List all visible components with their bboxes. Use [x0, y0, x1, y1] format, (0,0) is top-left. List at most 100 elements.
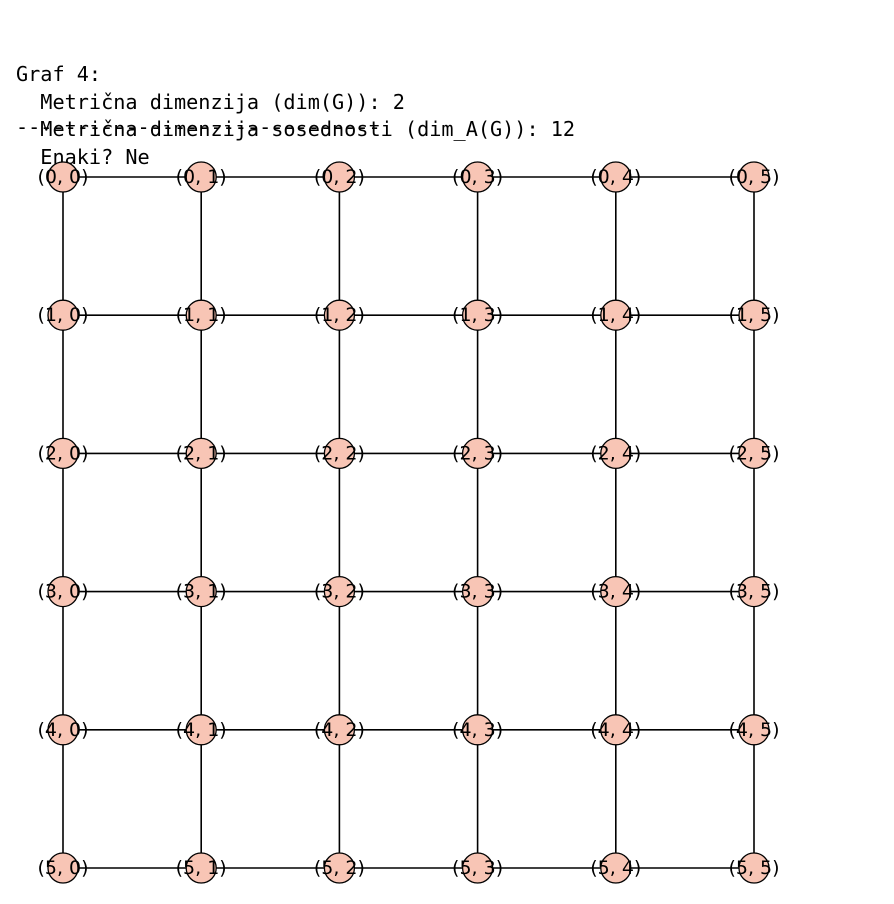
vertex-label: (0, 5): [728, 166, 779, 188]
vertex-circle: [738, 299, 770, 331]
vertex: (0, 0): [37, 161, 89, 193]
vertex: (2, 2): [314, 437, 365, 470]
vertex-label: (5, 5): [728, 857, 779, 879]
vertex: (1, 2): [314, 299, 365, 331]
vertex: (3, 5): [728, 575, 780, 608]
vertex-circle: [323, 161, 356, 193]
vertex-circle: [600, 852, 632, 884]
vertex-circle: [461, 299, 494, 331]
vertex: (4, 5): [728, 714, 780, 746]
vertex-label: (1, 1): [176, 304, 227, 326]
vertex-label: (3, 0): [37, 581, 88, 603]
vertex-label: (5, 3): [452, 857, 503, 879]
vertex: (3, 4): [590, 575, 641, 608]
vertex-label: (0, 4): [590, 166, 641, 188]
vertex-circle: [600, 161, 632, 193]
vertex-label: (0, 1): [176, 166, 227, 188]
vertex-label: (0, 2): [314, 166, 365, 188]
vertex-label: (2, 0): [37, 442, 88, 464]
vertex-label: (3, 3): [452, 581, 503, 603]
vertex-label: (2, 3): [452, 442, 503, 464]
vertex: (5, 3): [452, 852, 503, 884]
vertex-circle: [600, 575, 632, 608]
vertex-label: (4, 3): [452, 719, 503, 741]
vertex-label: (4, 2): [314, 719, 365, 741]
vertex-circle: [738, 714, 770, 746]
vertex-circle: [738, 437, 770, 470]
vertex-label: (2, 5): [728, 442, 779, 464]
vertex-label: (5, 0): [37, 857, 88, 879]
vertex: (2, 4): [590, 437, 641, 470]
vertex: (3, 0): [37, 575, 89, 608]
vertex: (3, 1): [176, 575, 227, 608]
vertex: (5, 0): [37, 852, 89, 884]
vertex-circle: [47, 161, 79, 193]
vertex-label: (3, 4): [590, 581, 641, 603]
vertex-circle: [461, 714, 494, 746]
vertex: (1, 3): [452, 299, 503, 331]
vertex-circle: [185, 161, 217, 193]
vertex-label: (0, 3): [452, 166, 503, 188]
vertex-label: (2, 2): [314, 442, 365, 464]
vertex-circle: [47, 852, 79, 884]
vertex-circle: [738, 575, 770, 608]
vertex-label: (5, 2): [314, 857, 365, 879]
vertex-circle: [185, 299, 217, 331]
vertex: (1, 0): [37, 299, 89, 331]
vertex: (1, 4): [590, 299, 641, 331]
vertices-layer: (0, 0) (0, 1) (0, 2) (0, 3) (0, 4) (0, 5) (1, …: [37, 161, 780, 884]
vertex: (0, 1): [176, 161, 227, 193]
vertex: (2, 5): [728, 437, 780, 470]
vertex: (0, 3): [452, 161, 503, 193]
vertex-label: (2, 4): [590, 442, 641, 464]
vertex-circle: [461, 852, 494, 884]
vertex-circle: [323, 575, 356, 608]
vertex-label: (0, 0): [37, 166, 88, 188]
vertex-label: (2, 1): [176, 442, 227, 464]
vertex-circle: [600, 299, 632, 331]
vertex-circle: [600, 714, 632, 746]
vertex-circle: [185, 714, 217, 746]
vertex-circle: [47, 575, 79, 608]
vertex-circle: [47, 714, 79, 746]
vertex: (4, 0): [37, 714, 89, 746]
vertex: (5, 4): [590, 852, 641, 884]
vertex: (3, 3): [452, 575, 503, 608]
vertex-circle: [185, 575, 217, 608]
vertex: (1, 5): [728, 299, 780, 331]
vertex: (2, 0): [37, 437, 89, 470]
vertex: (1, 1): [176, 299, 227, 331]
vertex: (2, 1): [176, 437, 227, 470]
vertex: (0, 2): [314, 161, 365, 193]
vertex-circle: [323, 714, 356, 746]
vertex-circle: [461, 161, 494, 193]
metric-dimension-line: Metrična dimenzija (dim(G)): 2: [16, 89, 405, 114]
vertex-label: (4, 5): [728, 719, 779, 741]
vertex: (4, 2): [314, 714, 365, 746]
vertex: (0, 4): [590, 161, 641, 193]
vertex-label: (4, 1): [176, 719, 227, 741]
vertex-label: (4, 4): [590, 719, 641, 741]
vertex: (2, 3): [452, 437, 503, 470]
vertex-label: (3, 5): [728, 581, 779, 603]
vertex-label: (5, 4): [590, 857, 641, 879]
vertex: (4, 3): [452, 714, 503, 746]
vertex-label: (1, 3): [452, 304, 503, 326]
vertex: (5, 2): [314, 852, 365, 884]
vertex-circle: [461, 437, 494, 470]
vertex-circle: [461, 575, 494, 608]
output-title: Graf 4:: [16, 62, 102, 86]
vertex-circle: [738, 161, 770, 193]
separator-line: ------------------------------: [16, 115, 381, 139]
vertex: (5, 1): [176, 852, 227, 884]
vertex-label: (1, 4): [590, 304, 641, 326]
console-output: Graf 4: Metrična dimenzija (dim(G)): 2 M…: [16, 6, 575, 199]
vertex-label: (3, 1): [176, 581, 227, 603]
vertex: (0, 5): [728, 161, 780, 193]
vertex-circle: [323, 852, 356, 884]
vertex-label: (1, 2): [314, 304, 365, 326]
vertex-circle: [47, 437, 79, 470]
adjacency-dimension-line: Metrična dimenzija sosednosti (dim_A(G))…: [16, 117, 576, 141]
vertex-label: (5, 1): [176, 857, 227, 879]
vertex-label: (1, 5): [728, 304, 779, 326]
